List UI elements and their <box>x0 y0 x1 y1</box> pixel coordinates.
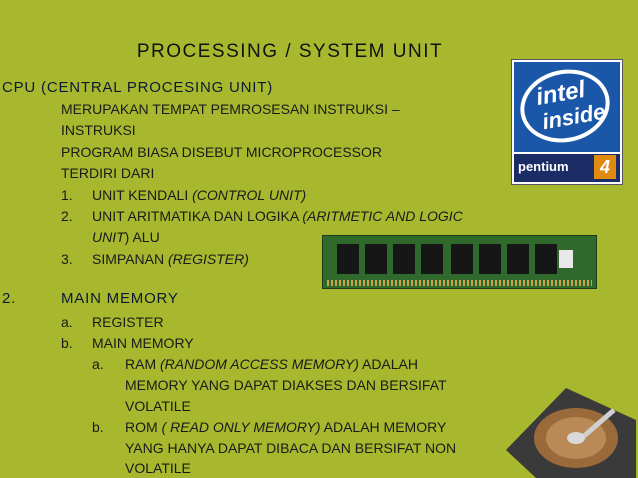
ram-rest: ADALAH <box>358 356 418 372</box>
ram-chip <box>451 244 473 274</box>
memory-number: 2. <box>2 290 17 307</box>
hdd-arm <box>582 408 616 438</box>
cpu-line-1: MERUPAKAN TEMPAT PEMROSESAN INSTRUKSI – <box>61 101 400 117</box>
ram-pins <box>327 280 592 286</box>
cpu-item-2-text: UNIT ARITMATIKA DAN LOGIKA <box>92 208 303 224</box>
rom-rest: ADALAH MEMORY <box>320 419 447 435</box>
ram-chip <box>337 244 359 274</box>
cpu-item-2: UNIT ARITMATIKA DAN LOGIKA (ARITMETIC AN… <box>92 207 463 226</box>
ram-chip <box>535 244 557 274</box>
cpu-item-2-italic: (ARITMETIC AND LOGIC <box>302 208 463 224</box>
memory-b-number: b. <box>61 335 73 351</box>
cpu-line-2: INSTRUKSI <box>61 122 136 138</box>
cpu-heading: CPU (CENTRAL PROCESING UNIT) <box>2 79 274 96</box>
intel-pentium-logo: intel inside pentium 4 <box>511 59 623 185</box>
rom-text: ROM <box>125 419 162 435</box>
memory-b-text: MAIN MEMORY <box>92 335 194 351</box>
ram-chip <box>421 244 443 274</box>
ram-line-3: VOLATILE <box>125 398 191 414</box>
memory-heading: MAIN MEMORY <box>61 290 179 307</box>
ram-chip <box>365 244 387 274</box>
pentium-version: 4 <box>594 155 616 179</box>
slide-title: PROCESSING / SYSTEM UNIT <box>136 41 444 62</box>
hard-disk-image <box>506 388 636 478</box>
rom-number: b. <box>92 419 104 435</box>
rom-line-2: YANG HANYA DAPAT DIBACA DAN BERSIFAT NON <box>125 440 457 456</box>
memory-a-number: a. <box>61 314 73 330</box>
cpu-item-2-cont: UNIT) ALU <box>92 228 160 247</box>
ram-text: RAM <box>125 356 160 372</box>
cpu-item-3-text: SIMPANAN <box>92 251 168 267</box>
cpu-item-2-number: 2. <box>61 208 73 224</box>
ram-chip <box>479 244 501 274</box>
cpu-item-2-cont-italic: UNIT <box>92 229 125 245</box>
hdd-spindle <box>567 432 585 444</box>
intel-logo-background <box>514 62 620 152</box>
cpu-item-2-cont-text: ) ALU <box>124 229 160 245</box>
cpu-line-3: PROGRAM BIASA DISEBUT MICROPROCESSOR <box>61 144 383 160</box>
ram-italic: (RANDOM ACCESS MEMORY) <box>160 356 359 372</box>
pentium-word: pentium <box>518 159 569 174</box>
cpu-item-3-italic: (REGISTER) <box>167 251 249 267</box>
cpu-item-1-italic: (CONTROL UNIT) <box>192 187 307 203</box>
ram-module-image <box>322 235 597 289</box>
cpu-item-1-number: 1. <box>61 187 73 203</box>
ram-line-1: RAM (RANDOM ACCESS MEMORY) ADALAH <box>125 355 418 374</box>
rom-line-3: VOLATILE <box>125 460 191 476</box>
cpu-item-3-number: 3. <box>61 251 73 267</box>
ram-line-2: MEMORY YANG DAPAT DIAKSES DAN BERSIFAT <box>125 377 447 393</box>
cpu-item-3: SIMPANAN (REGISTER) <box>92 250 249 269</box>
memory-a-text: REGISTER <box>92 314 164 330</box>
cpu-item-1-text: UNIT KENDALI <box>92 187 193 203</box>
cpu-item-1: UNIT KENDALI (CONTROL UNIT) <box>92 186 306 205</box>
cpu-line-4: TERDIRI DARI <box>61 165 155 181</box>
ram-chip <box>507 244 529 274</box>
ram-chip <box>393 244 415 274</box>
rom-italic: ( READ ONLY MEMORY) <box>161 419 321 435</box>
ram-label-sticker <box>559 250 573 268</box>
ram-number: a. <box>92 356 104 372</box>
rom-line-1: ROM ( READ ONLY MEMORY) ADALAH MEMORY <box>125 418 446 437</box>
